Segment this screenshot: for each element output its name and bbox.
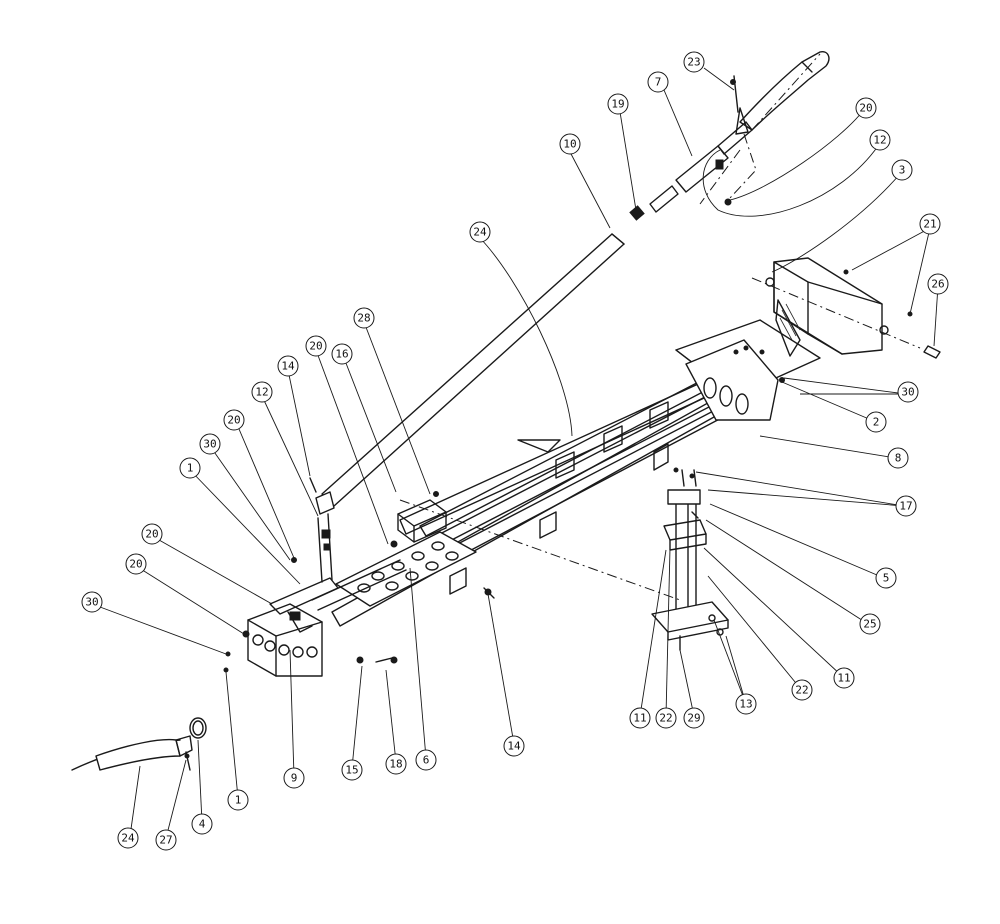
svg-text:22: 22 (659, 712, 672, 725)
svg-text:14: 14 (507, 740, 521, 753)
callout-25: 25 (859, 613, 881, 635)
coupler-part (629, 185, 679, 221)
callout-1: 1 (227, 789, 249, 811)
svg-text:29: 29 (687, 712, 700, 725)
top-pin (730, 75, 739, 113)
callout-12: 12 (251, 381, 273, 403)
svg-text:21: 21 (923, 218, 936, 231)
callout-30: 30 (897, 381, 919, 403)
svg-text:20: 20 (227, 414, 240, 427)
callout-2: 2 (865, 411, 887, 433)
handle-tube (321, 233, 625, 507)
svg-text:12: 12 (873, 134, 886, 147)
svg-text:11: 11 (837, 672, 850, 685)
svg-text:30: 30 (901, 386, 914, 399)
svg-text:11: 11 (633, 712, 646, 725)
svg-text:22: 22 (795, 684, 808, 697)
callout-12: 12 (869, 129, 891, 151)
svg-text:1: 1 (235, 794, 242, 807)
upper-tube (675, 121, 753, 193)
callout-11: 11 (833, 667, 855, 689)
handle-bracket (309, 477, 335, 583)
svg-text:7: 7 (655, 76, 662, 89)
post-assembly (651, 469, 729, 651)
callout-10: 10 (559, 133, 581, 155)
svg-text:13: 13 (739, 698, 752, 711)
callout-balloons: 23 7 19 10 20 12 3 24 21 26 30 2 8 14 12… (81, 51, 949, 851)
callout-21: 21 (919, 213, 941, 235)
svg-text:5: 5 (883, 572, 890, 585)
svg-text:9: 9 (291, 772, 298, 785)
callout-17: 17 (895, 495, 917, 517)
callout-26: 26 (927, 273, 949, 295)
svg-text:26: 26 (931, 278, 944, 291)
callout-28: 28 (353, 307, 375, 329)
svg-text:12: 12 (255, 386, 268, 399)
bumper-pad-detail (71, 717, 207, 771)
svg-text:20: 20 (859, 102, 872, 115)
svg-text:6: 6 (423, 754, 430, 767)
callout-15: 15 (341, 759, 363, 781)
callout-23: 23 (683, 51, 705, 73)
callout-13: 13 (735, 693, 757, 715)
callout-16: 16 (331, 343, 353, 365)
callout-3: 3 (891, 159, 913, 181)
callout-20: 20 (855, 97, 877, 119)
callout-22: 22 (655, 707, 677, 729)
callout-30: 30 (199, 433, 221, 455)
svg-text:24: 24 (473, 226, 487, 239)
callout-20: 20 (223, 409, 245, 431)
svg-text:2: 2 (873, 416, 880, 429)
svg-text:25: 25 (863, 618, 876, 631)
callout-22: 22 (791, 679, 813, 701)
leader-lines (91, 67, 939, 839)
callout-14: 14 (277, 355, 299, 377)
callout-8: 8 (887, 447, 909, 469)
callout-30: 30 (81, 591, 103, 613)
svg-text:23: 23 (687, 56, 700, 69)
callout-18: 18 (385, 753, 407, 775)
callout-20: 20 (125, 553, 147, 575)
svg-text:20: 20 (309, 340, 322, 353)
callout-24: 24 (117, 827, 139, 849)
svg-text:14: 14 (281, 360, 295, 373)
svg-text:20: 20 (145, 528, 158, 541)
svg-text:1: 1 (187, 462, 194, 475)
svg-text:15: 15 (345, 764, 358, 777)
svg-text:20: 20 (129, 558, 142, 571)
callout-24: 24 (469, 221, 491, 243)
callout-19: 19 (607, 93, 629, 115)
callout-29: 29 (683, 707, 705, 729)
svg-text:10: 10 (563, 138, 576, 151)
callout-14: 14 (503, 735, 525, 757)
svg-text:18: 18 (389, 758, 402, 771)
svg-text:30: 30 (203, 438, 216, 451)
svg-text:3: 3 (899, 164, 906, 177)
callout-4: 4 (191, 813, 213, 835)
main-frame (331, 339, 779, 627)
svg-text:8: 8 (895, 452, 902, 465)
callout-5: 5 (875, 567, 897, 589)
svg-text:4: 4 (199, 818, 206, 831)
svg-text:19: 19 (611, 98, 624, 111)
svg-text:17: 17 (899, 500, 912, 513)
callout-6: 6 (415, 749, 437, 771)
svg-text:28: 28 (357, 312, 370, 325)
handle-grip (735, 51, 830, 135)
callout-27: 27 (155, 829, 177, 851)
front-deck (247, 531, 477, 677)
callout-20: 20 (305, 335, 327, 357)
callout-1: 1 (179, 457, 201, 479)
callout-11: 11 (629, 707, 651, 729)
callout-7: 7 (647, 71, 669, 93)
callout-20: 20 (141, 523, 163, 545)
svg-text:24: 24 (121, 832, 135, 845)
rear-bracket (751, 257, 941, 359)
svg-text:16: 16 (335, 348, 348, 361)
svg-text:27: 27 (159, 834, 172, 847)
svg-text:30: 30 (85, 596, 98, 609)
callout-9: 9 (283, 767, 305, 789)
